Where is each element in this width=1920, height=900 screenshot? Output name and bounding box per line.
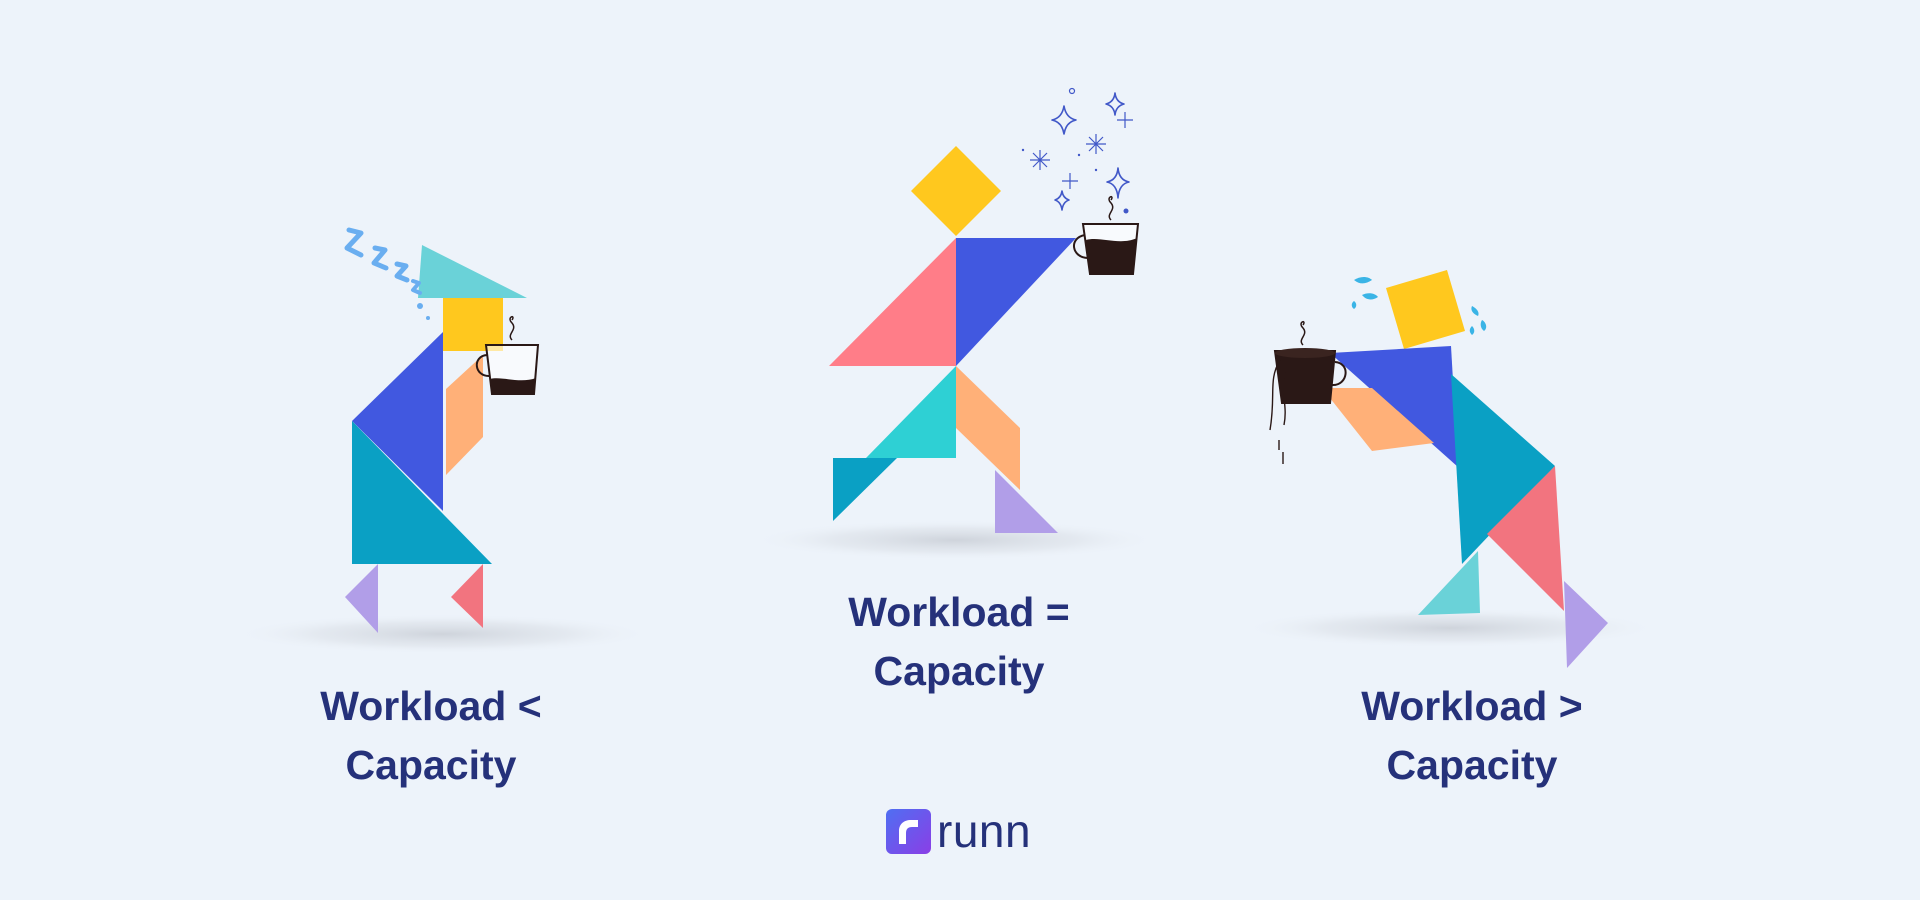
tangram-hat-triangle bbox=[418, 245, 527, 298]
tangram-foot-teal bbox=[833, 458, 897, 521]
tangram-head-square bbox=[1386, 270, 1465, 349]
tangram-body-teal bbox=[1451, 374, 1555, 564]
tangram-leg-cyan bbox=[866, 366, 956, 458]
tangram-body-blue bbox=[352, 332, 443, 511]
caption-line: Capacity bbox=[1386, 742, 1558, 788]
tangram-arm-orange bbox=[1322, 388, 1434, 451]
caption-line: Workload > bbox=[1361, 683, 1583, 729]
tangram-body-blue bbox=[956, 238, 1076, 366]
coffee-cup-icon bbox=[1269, 320, 1347, 464]
tangram-foot-lavender bbox=[345, 564, 378, 633]
sleeping-zzz-icon bbox=[344, 227, 422, 295]
caption-line: Workload < bbox=[320, 683, 542, 729]
caption-workload-equal: Workload = Capacity bbox=[749, 583, 1169, 701]
tangram-body-teal bbox=[352, 421, 492, 564]
sparkle-dot bbox=[1021, 148, 1025, 152]
sparkle-dot bbox=[1068, 87, 1076, 95]
caption-workload-under: Workload < Capacity bbox=[221, 677, 641, 795]
runn-logo-icon bbox=[886, 808, 931, 854]
tangram-leg-pink bbox=[1487, 466, 1564, 611]
figure-sleepy bbox=[233, 227, 653, 654]
caption-line: Capacity bbox=[345, 742, 517, 788]
tangram-leg-orange bbox=[956, 366, 1020, 490]
sleeping-bubble bbox=[417, 303, 423, 309]
sparkle-dot bbox=[1077, 153, 1081, 157]
tangram-foot-lavender bbox=[995, 470, 1058, 533]
sparkle-dot bbox=[1094, 168, 1098, 172]
tangram-head-square bbox=[443, 298, 503, 351]
brand-logo: runn bbox=[886, 807, 1031, 855]
tangram-body-pink bbox=[829, 238, 956, 366]
brand-name: runn bbox=[937, 805, 1032, 857]
caption-line: Capacity bbox=[873, 648, 1045, 694]
tangram-foot-lavender bbox=[1564, 581, 1608, 668]
caption-workload-over: Workload > Capacity bbox=[1262, 677, 1682, 795]
ground-shadow bbox=[750, 520, 1160, 560]
figure-exhausted bbox=[1240, 270, 1660, 668]
sweat-drops-icon bbox=[1351, 277, 1487, 335]
ground-shadow bbox=[233, 614, 653, 654]
ground-shadow bbox=[1240, 608, 1660, 648]
sleeping-bubble bbox=[426, 316, 430, 320]
figure-energized bbox=[750, 87, 1160, 560]
sparkles-icon bbox=[1030, 92, 1133, 211]
tangram-foot-pink bbox=[451, 564, 483, 628]
coffee-cup-icon bbox=[475, 315, 540, 395]
tangram-arm-orange bbox=[446, 355, 483, 475]
tangram-head-square bbox=[911, 146, 1001, 236]
caption-line: Workload = bbox=[848, 589, 1070, 635]
sparkle-dot bbox=[1123, 208, 1129, 214]
coffee-cup-icon bbox=[1073, 195, 1140, 275]
tangram-foot-cyan bbox=[1418, 551, 1480, 615]
